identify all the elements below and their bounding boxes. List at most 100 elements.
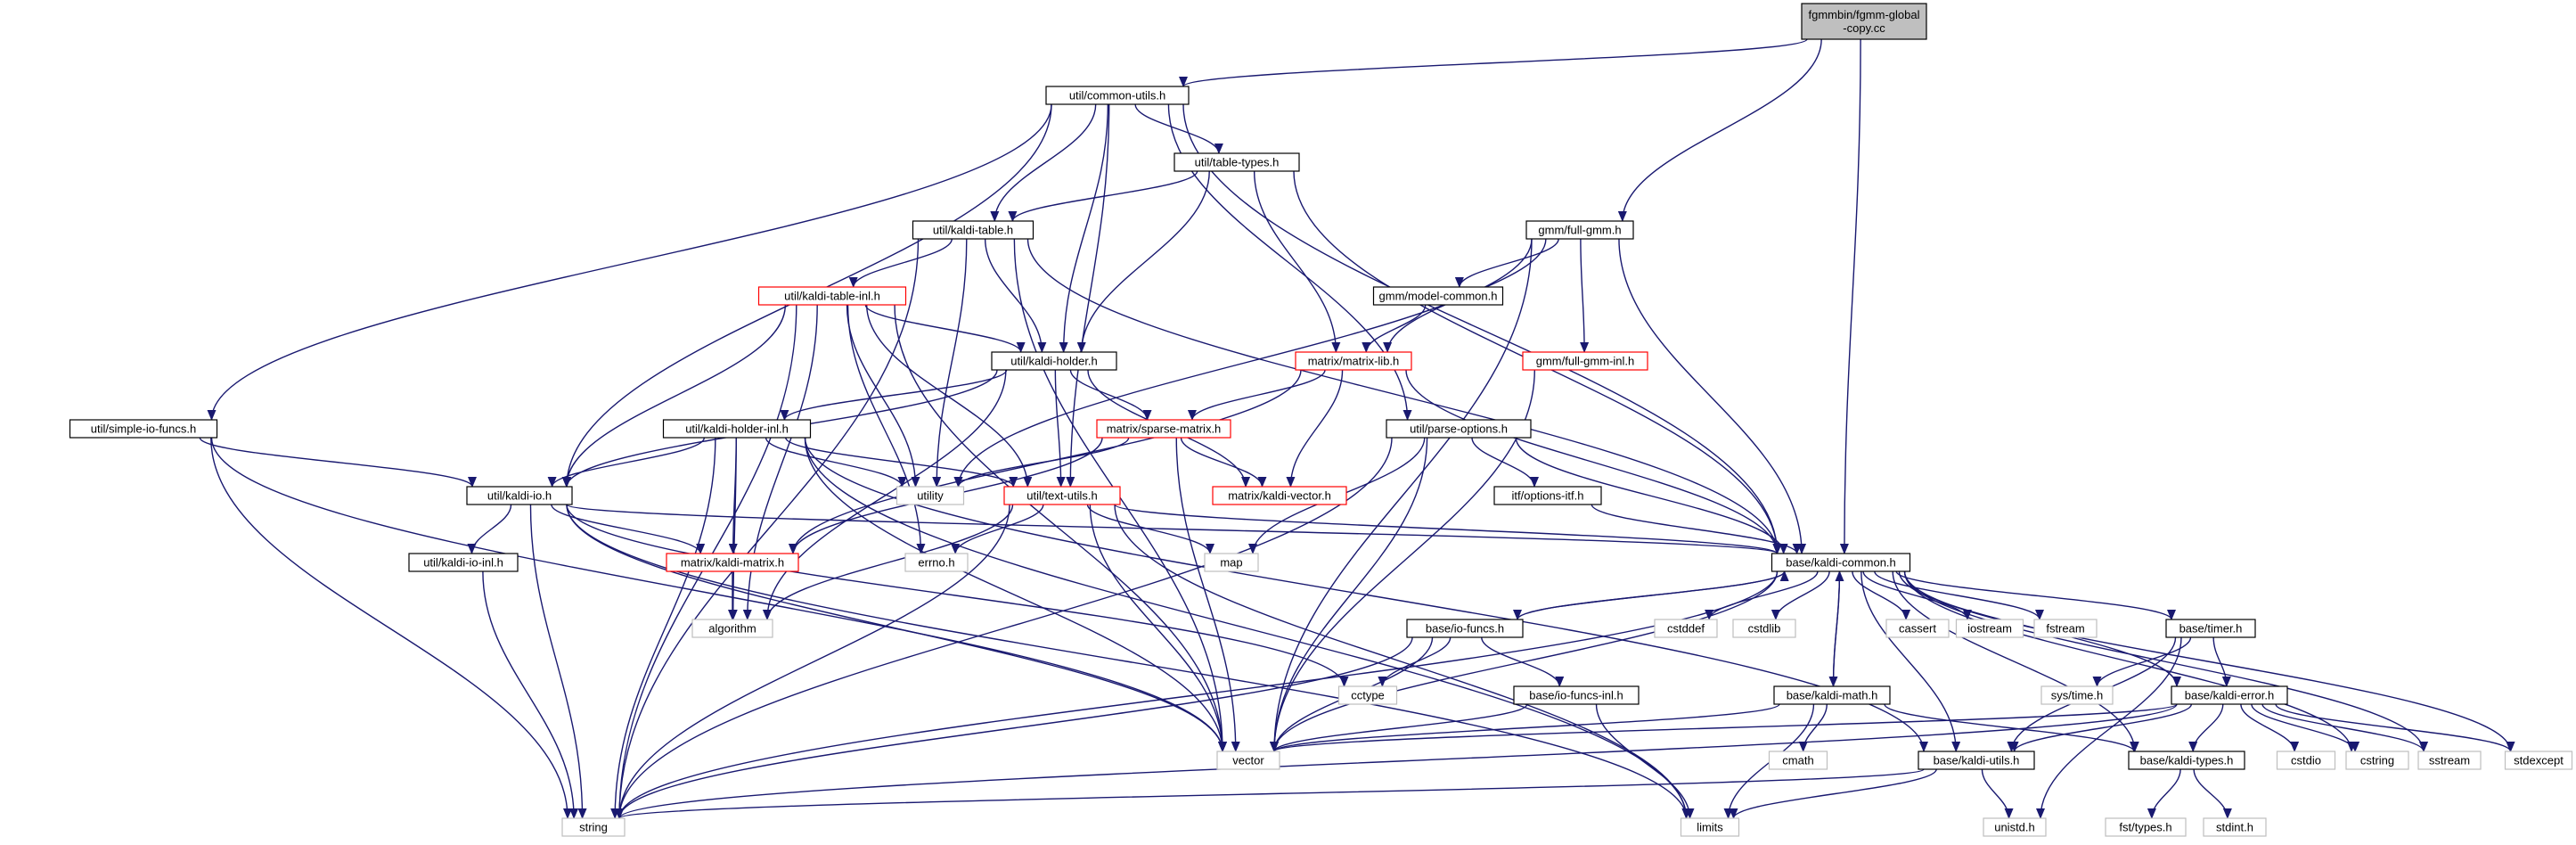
node-kaldi-utils[interactable]: base/kaldi-utils.h: [1918, 751, 2035, 770]
edge-full_gmm-to-full_gmm_inl: [1580, 238, 1590, 353]
edge-table_types-to-kaldi_table: [1008, 170, 1198, 222]
edge-kaldi_math-to-vector: [1270, 703, 1780, 752]
node-algorithm: algorithm: [691, 619, 773, 638]
node-parse-options[interactable]: util/parse-options.h: [1386, 419, 1532, 439]
node-label: unistd.h: [1994, 821, 2035, 834]
edge-model_common-to-matrix_lib: [1362, 304, 1427, 353]
node-full-gmm[interactable]: gmm/full-gmm.h: [1525, 220, 1634, 240]
node-label: cstring: [2360, 754, 2394, 767]
edge-kaldi_table_inl-to-vector: [894, 304, 1227, 752]
node-kaldi-holder[interactable]: util/kaldi-holder.h: [991, 351, 1117, 371]
edge-io_funcs-to-kaldi_common: [1517, 570, 1789, 620]
node-kaldi-io[interactable]: util/kaldi-io.h: [466, 486, 573, 505]
node-cstdlib: cstdlib: [1732, 619, 1796, 638]
node-box: [912, 220, 1034, 240]
edge-parse_options-to-vector: [1270, 437, 1428, 752]
node-label: util/simple-io-funcs.h: [91, 422, 197, 436]
node-vector: vector: [1216, 751, 1280, 770]
node-label: util/kaldi-io-inl.h: [423, 556, 503, 570]
node-label: fstream: [2046, 622, 2084, 636]
node-model-common[interactable]: gmm/model-common.h: [1372, 286, 1504, 306]
node-label: util/parse-options.h: [1410, 422, 1508, 436]
node-cassert: cassert: [1885, 619, 1950, 638]
edge-text_utils-to-errno: [951, 504, 1044, 554]
node-errno: errno.h: [904, 553, 969, 572]
node-label: cstdlib: [1748, 622, 1781, 636]
node-kaldi-math[interactable]: base/kaldi-math.h: [1773, 685, 1891, 705]
node-kaldi-error[interactable]: base/kaldi-error.h: [2171, 685, 2288, 705]
node-label: vector: [1232, 754, 1264, 767]
node-label: matrix/kaldi-matrix.h: [681, 556, 784, 570]
node-timer[interactable]: base/timer.h: [2165, 619, 2256, 638]
node-io-funcs[interactable]: base/io-funcs.h: [1406, 619, 1524, 638]
edge-kaldi_table_inl-to-kaldi_io: [561, 304, 787, 488]
node-label: stdint.h: [2216, 821, 2253, 834]
edge-root-to-common_utils: [1179, 38, 1808, 87]
edge-matrix_lib-to-kaldi_vector: [1286, 369, 1344, 488]
node-box: [2171, 685, 2288, 705]
node-common-utils[interactable]: util/common-utils.h: [1045, 86, 1190, 105]
edge-kaldi_common-to-sstream: [1903, 570, 2428, 752]
node-box: [1493, 486, 1602, 505]
node-kaldi-holder-inl[interactable]: util/kaldi-holder-inl.h: [662, 419, 812, 439]
node-full-gmm-inl[interactable]: gmm/full-gmm-inl.h: [1522, 351, 1648, 371]
node-kaldi-common[interactable]: base/kaldi-common.h: [1770, 553, 1911, 572]
edge-kaldi_table_inl-to-text_utils: [866, 304, 1033, 488]
node-box: [1216, 751, 1280, 770]
node-matrix-lib[interactable]: matrix/matrix-lib.h: [1295, 351, 1412, 371]
node-io-funcs-inl[interactable]: base/io-funcs-inl.h: [1513, 685, 1640, 705]
node-box: [1983, 817, 2047, 837]
edge-kaldi_error-to-cstring: [2251, 703, 2360, 752]
edge-kaldi_common-to-cstddef: [1705, 570, 1819, 620]
edge-kaldi_utils-to-limits: [1729, 768, 1937, 819]
node-box: [69, 419, 218, 439]
edge-table_types-to-kaldi_holder: [1076, 170, 1210, 353]
node-sparse-matrix[interactable]: matrix/sparse-matrix.h: [1096, 419, 1231, 439]
node-text-utils[interactable]: util/text-utils.h: [1003, 486, 1121, 505]
node-kaldi-types[interactable]: base/kaldi-types.h: [2128, 751, 2245, 770]
node-kaldi-vector[interactable]: matrix/kaldi-vector.h: [1212, 486, 1347, 505]
node-kaldi-table[interactable]: util/kaldi-table.h: [912, 220, 1034, 240]
node-label: gmm/model-common.h: [1379, 290, 1498, 303]
edge-kaldi_io_inl-to-string: [482, 570, 579, 819]
edge-matrix_lib-to-kaldi_common: [1405, 369, 1782, 554]
node-utility: utility: [895, 486, 965, 505]
edge-timer-to-sys_time: [2092, 636, 2192, 687]
node-label: base/kaldi-utils.h: [1934, 754, 2020, 767]
node-box: [691, 619, 773, 638]
node-label: limits: [1697, 821, 1723, 834]
node-box: [666, 553, 799, 572]
edge-timer-to-kaldi_error: [2212, 636, 2231, 687]
node-box: [2504, 751, 2573, 770]
node-table-types[interactable]: util/table-types.h: [1174, 152, 1300, 172]
node-label: -copy.cc: [1843, 21, 1885, 35]
edge-simple_io-to-kaldi_io: [199, 437, 477, 488]
edge-kaldi_holder_inl-to-utility: [765, 437, 907, 488]
node-kaldi-io-inl[interactable]: util/kaldi-io-inl.h: [408, 553, 519, 572]
edge-kaldi_table-to-kaldi_common: [1026, 238, 1782, 554]
edge-kaldi_utils-to-unistd: [1981, 768, 2014, 819]
node-label: util/table-types.h: [1195, 156, 1280, 169]
node-iostream: iostream: [1955, 619, 2024, 638]
edge-sparse_matrix-to-vector: [1175, 437, 1240, 752]
edge-kaldi_holder-to-kaldi_holder_inl: [780, 369, 1008, 421]
edge-full_gmm-to-vector: [1270, 238, 1533, 752]
edge-kaldi_holder_inl-to-text_utils: [785, 437, 1018, 488]
edge-kaldi_math-to-cmath: [1798, 703, 1828, 752]
node-simple-io[interactable]: util/simple-io-funcs.h: [69, 419, 218, 439]
node-kaldi-table-inl[interactable]: util/kaldi-table-inl.h: [757, 286, 907, 306]
node-fst-types: fst/types.h: [2105, 817, 2187, 837]
edge-common_utils-to-kaldi_holder: [1059, 103, 1109, 353]
node-label: fgmmbin/fgmm-global: [1809, 8, 1920, 21]
edge-kaldi_error-to-string: [615, 703, 2178, 819]
edge-sparse_matrix-to-kaldi_vector: [1180, 437, 1267, 488]
node-kaldi-matrix[interactable]: matrix/kaldi-matrix.h: [666, 553, 799, 572]
node-box: [757, 286, 907, 306]
node-options-itf[interactable]: itf/options-itf.h: [1493, 486, 1602, 505]
edge-sparse_matrix-to-utility: [953, 437, 1130, 488]
edge-options_itf-to-kaldi_common: [1591, 504, 1802, 554]
node-label: util/kaldi-holder-inl.h: [685, 422, 789, 436]
node-root[interactable]: fgmmbin/fgmm-global-copy.cc: [1801, 3, 1927, 40]
node-box: [1003, 486, 1121, 505]
node-label: base/kaldi-error.h: [2185, 689, 2274, 702]
